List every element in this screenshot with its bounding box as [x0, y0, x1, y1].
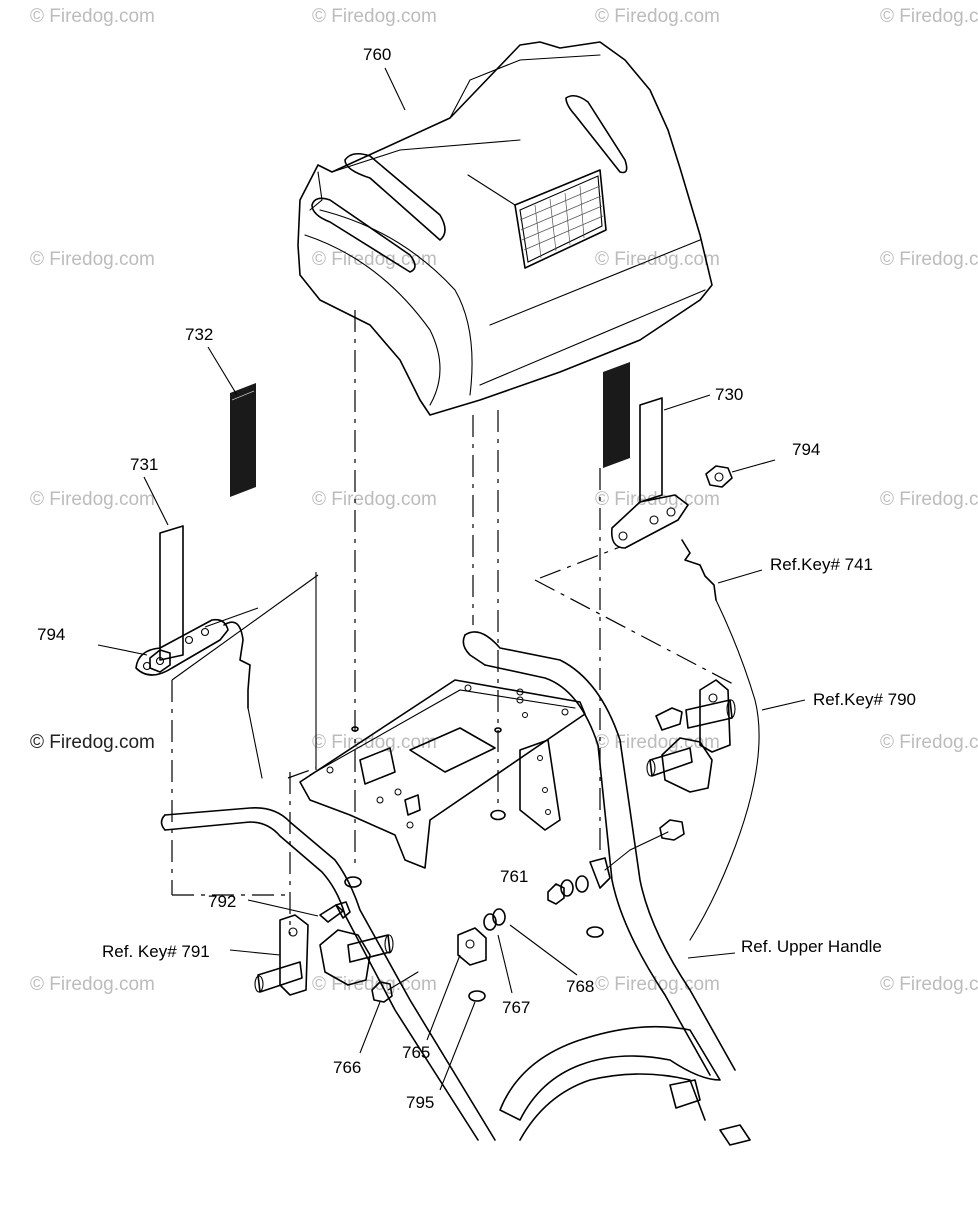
- pivot-bracket-791: [254, 914, 394, 996]
- watermark-dark: © Firedog.com: [30, 732, 155, 753]
- decal-right: [603, 362, 630, 468]
- label-792: 792: [208, 892, 236, 911]
- watermark: © Firedog.com: [312, 974, 437, 995]
- guide-line: [204, 607, 259, 628]
- watermark: © Firedog.com: [880, 6, 978, 27]
- label-766: 766: [333, 1058, 361, 1077]
- label-760: 760: [363, 45, 391, 64]
- label-ref-741: Ref.Key# 741: [770, 555, 873, 574]
- label-730: 730: [715, 385, 743, 404]
- watermark: © Firedog.com: [30, 974, 155, 995]
- watermark: © Firedog.com: [312, 489, 437, 510]
- watermark: © Firedog.com: [595, 249, 720, 270]
- nut-794-right: [705, 465, 733, 488]
- part-labels: 760 732 730 794 731 794 Ref.Key# 741 Ref…: [37, 45, 916, 1112]
- watermark: © Firedog.com: [595, 6, 720, 27]
- label-731: 731: [130, 455, 158, 474]
- leader-lines: [97, 67, 806, 1091]
- watermark: © Firedog.com: [30, 6, 155, 27]
- watermark: © Firedog.com: [30, 489, 155, 510]
- bracket-731: [135, 525, 229, 676]
- label-767: 767: [502, 998, 530, 1017]
- label-794-left: 794: [37, 625, 65, 644]
- upper-handle: [160, 631, 751, 1146]
- label-761: 761: [500, 867, 528, 886]
- watermark: © Firedog.com: [595, 489, 720, 510]
- watermark: © Firedog.com: [312, 732, 437, 753]
- mounting-plate: [299, 679, 586, 869]
- cable-741: [681, 539, 760, 941]
- pivot-bracket-790: [646, 679, 736, 793]
- watermark: © Firedog.com: [880, 249, 978, 270]
- watermark: © Firedog.com: [880, 732, 978, 753]
- alignment-lines: [171, 310, 736, 935]
- headlight-shroud-760: [297, 41, 713, 416]
- watermark: © Firedog.com: [30, 249, 155, 270]
- guide-line: [171, 574, 319, 681]
- label-765: 765: [402, 1043, 430, 1062]
- watermark: © Firedog.com: [880, 974, 978, 995]
- fasteners: [319, 726, 685, 1003]
- label-732: 732: [185, 325, 213, 344]
- decal-732: [230, 383, 256, 497]
- label-768: 768: [566, 977, 594, 996]
- label-ref-upper-handle: Ref. Upper Handle: [741, 937, 882, 956]
- cable-left: [223, 621, 263, 779]
- label-795: 795: [406, 1093, 434, 1112]
- label-ref-790: Ref.Key# 790: [813, 690, 916, 709]
- watermark: © Firedog.com: [880, 489, 978, 510]
- label-ref-791: Ref. Key# 791: [102, 942, 210, 961]
- watermark: © Firedog.com: [312, 6, 437, 27]
- watermark: © Firedog.com: [312, 249, 437, 270]
- watermarks: © Firedog.com © Firedog.com © Firedog.co…: [30, 6, 978, 995]
- label-794-right: 794: [792, 440, 820, 459]
